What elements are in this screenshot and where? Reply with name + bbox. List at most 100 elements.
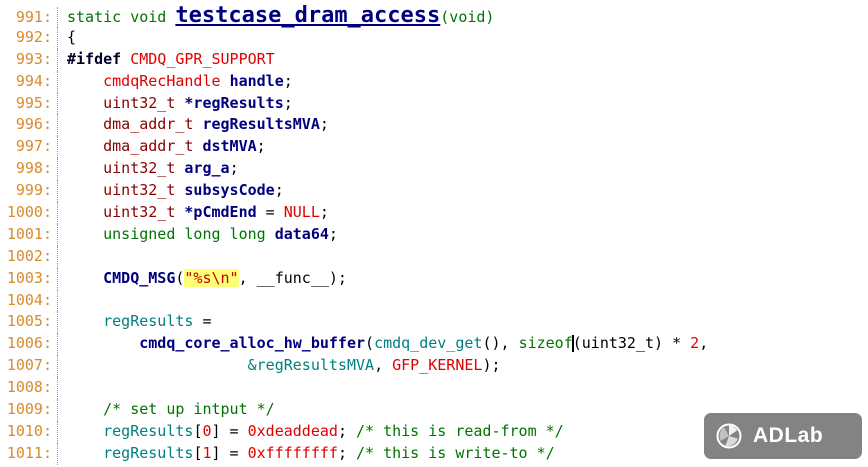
code-token: static void (67, 8, 176, 26)
line-number: 1008: (0, 377, 58, 400)
code-token: ] = (211, 443, 248, 462)
code-line: 1010: regResults[0] = 0xdeaddead; /* thi… (0, 420, 868, 443)
code-token: ( (175, 268, 185, 287)
watermark-label: ADLab (753, 424, 824, 447)
line-number: 995: (0, 92, 58, 115)
code-token: ; (337, 421, 356, 440)
code-line: 1001: unsigned long long data64; (0, 223, 868, 246)
code-token: /* this is write-to */ (356, 443, 555, 462)
code-token: , (374, 356, 393, 375)
code-text[interactable]: cmdqRecHandle handle; (58, 71, 293, 93)
code-line: 1006: cmdq_core_alloc_hw_buffer(cmdq_dev… (0, 333, 868, 356)
code-line: 991:static void testcase_dram_access(voi… (0, 5, 868, 29)
code-line: 1004: (0, 289, 868, 312)
code-token: (), (482, 334, 519, 353)
code-token (67, 137, 103, 155)
code-token (67, 269, 103, 287)
code-token: cmdqRecHandle (103, 71, 221, 90)
code-token (67, 94, 103, 112)
code-token: arg_a (184, 159, 230, 178)
line-number: 1011: (0, 442, 58, 465)
code-token: #ifdef (67, 49, 131, 68)
code-text[interactable]: regResults[0] = 0xdeaddead; /* this is r… (58, 421, 564, 443)
code-line: 1008: (0, 377, 868, 400)
code-token: *pCmdEnd (184, 203, 257, 222)
code-token: ; (319, 115, 329, 134)
code-line: 998: uint32_t arg_a; (0, 158, 868, 181)
code-text[interactable]: CMDQ_MSG("%s\n", __func__); (58, 268, 347, 290)
code-text[interactable]: dma_addr_t dstMVA; (58, 136, 266, 158)
code-text[interactable]: uint32_t *pCmdEnd = NULL; (58, 202, 329, 224)
code-token: ; (283, 71, 293, 90)
code-token (221, 72, 230, 90)
code-token: , (699, 334, 709, 353)
code-line: 994: cmdqRecHandle handle; (0, 70, 868, 93)
code-token: dma_addr_t (103, 137, 203, 156)
code-token: (void) (440, 8, 495, 26)
code-token: ( (365, 334, 375, 353)
code-line: 997: dma_addr_t dstMVA; (0, 136, 868, 159)
code-line: 1003: CMDQ_MSG("%s\n", __func__); (0, 267, 868, 290)
line-number: 991: (0, 7, 58, 29)
line-number: 1007: (0, 355, 58, 378)
code-line: 1009: /* set up intput */ (0, 399, 868, 421)
code-token: cmdq_dev_get (374, 334, 483, 353)
code-token: handle (229, 71, 284, 90)
code-token: regResults (103, 421, 194, 440)
code-text[interactable]: static void testcase_dram_access(void) (58, 5, 494, 29)
code-token: /* set up intput */ (103, 400, 275, 419)
line-number: 1002: (0, 245, 58, 268)
code-line: 993:#ifdef CMDQ_GPR_SUPPORT (0, 48, 868, 71)
code-text[interactable]: uint32_t *regResults; (58, 93, 293, 115)
text-cursor (571, 335, 574, 353)
code-token (67, 115, 103, 133)
code-token: [ (193, 421, 203, 440)
code-text[interactable]: uint32_t subsysCode; (58, 180, 284, 202)
code-token: ); (328, 268, 347, 287)
code-token (67, 422, 103, 440)
code-text[interactable]: unsigned long long data64; (58, 224, 338, 246)
code-line: 999: uint32_t subsysCode; (0, 180, 868, 203)
code-token: 0xffffffff (247, 443, 338, 462)
code-line: 1000: uint32_t *pCmdEnd = NULL; (0, 202, 868, 224)
code-token: NULL (283, 203, 320, 222)
code-token: = (193, 312, 212, 331)
code-text[interactable]: dma_addr_t regResultsMVA; (58, 114, 329, 136)
code-text[interactable]: /* set up intput */ (58, 399, 275, 421)
code-text[interactable]: regResults[1] = 0xffffffff; /* this is w… (58, 443, 555, 465)
code-line: 1007: &regResultsMVA, GFP_KERNEL); (0, 355, 868, 378)
code-token: [ (193, 443, 203, 462)
code-token: ] = (211, 421, 248, 440)
code-line: 1005: regResults = (0, 311, 868, 334)
line-number: 996: (0, 114, 58, 137)
code-line: 1002: (0, 245, 868, 268)
code-text[interactable]: { (58, 27, 76, 49)
code-token: 2 (690, 334, 700, 353)
code-token: ; (256, 137, 266, 156)
code-token: regResultsMVA (202, 115, 320, 134)
code-token: &regResultsMVA (247, 356, 375, 375)
code-token: { (67, 27, 77, 46)
code-token: "%s\n" (184, 268, 239, 287)
code-text[interactable]: regResults = (58, 311, 212, 333)
code-token: /* this is read-from */ (356, 421, 564, 440)
code-line: 996: dma_addr_t regResultsMVA; (0, 114, 868, 137)
code-token: 0xdeaddead (247, 421, 338, 440)
code-text[interactable]: &regResultsMVA, GFP_KERNEL); (58, 355, 501, 377)
code-token: data64 (274, 224, 329, 243)
code-token: dstMVA (202, 137, 257, 156)
code-token: 0 (202, 421, 212, 440)
code-token: CMDQ_GPR_SUPPORT (130, 49, 275, 68)
code-token: = (256, 203, 284, 222)
line-number: 992: (0, 26, 58, 49)
line-number: 1003: (0, 267, 58, 290)
code-text[interactable]: cmdq_core_alloc_hw_buffer(cmdq_dev_get()… (58, 333, 708, 355)
line-number: 994: (0, 70, 58, 93)
code-token (67, 356, 248, 374)
code-text[interactable]: #ifdef CMDQ_GPR_SUPPORT (58, 49, 275, 71)
code-token: uint32_t (103, 159, 185, 178)
adlab-logo-icon (714, 421, 744, 451)
code-text[interactable]: uint32_t arg_a; (58, 158, 238, 180)
code-token (67, 203, 103, 221)
